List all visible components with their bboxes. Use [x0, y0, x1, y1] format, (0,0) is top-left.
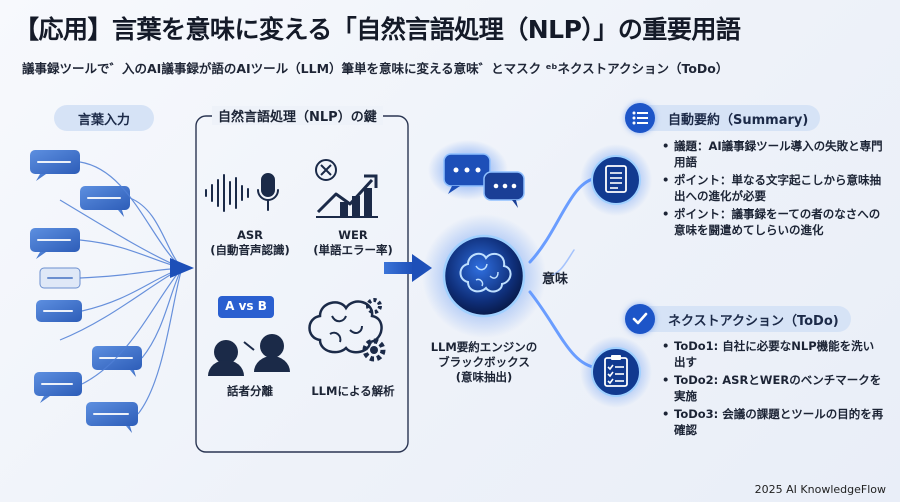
chat-bubbles-icon	[428, 140, 525, 208]
wer-caption: WER (単語エラー率)	[300, 228, 406, 258]
engine-line3: (意味抽出)	[455, 370, 513, 384]
summary-document-icon	[580, 144, 652, 216]
summary-bullet-list: 議題：AI議事録ツール導入の失敗と専門用語 ポイント：単なる文字起こしから意味抽…	[662, 138, 884, 240]
todo-bullet: ToDo2: ASRとWERのベンチマークを実施	[662, 372, 884, 404]
summary-bullet: ポイント：単なる文字起こしから意味抽出への進化が必要	[662, 172, 884, 204]
summary-header: 自動要約（Summary)	[630, 105, 821, 131]
page-subtitle: 議事録ツールで゛入のAI議事録が語のAIツール（LLM）筆単を意味に変える意味゛…	[22, 61, 729, 76]
list-icon	[625, 103, 655, 133]
engine-caption: LLM要約エンジンの ブラックボックス (意味抽出)	[410, 340, 558, 385]
nlp-to-engine-arrow	[384, 254, 432, 282]
summary-bullet: ポイント：議事録をーての者のなさへの意味を闘遣めてしらいの進化	[662, 206, 884, 238]
asr-subtitle: (自動音声認識)	[210, 243, 290, 257]
todo-checklist-icon	[580, 336, 652, 408]
todo-header: ネクストアクション（ToDo)	[630, 306, 851, 332]
input-speech-bubbles	[30, 150, 142, 433]
engine-line1: LLM要約エンジンの	[430, 340, 538, 354]
todo-bullet-list: ToDo1: 自社に必要なNLP機能を洗い出す ToDo2: ASRとWERのベ…	[662, 338, 884, 440]
summary-bullet: 議題：AI議事録ツール導入の失敗と専門用語	[662, 138, 884, 170]
footer-credit: 2025 AI KnowledgeFlow	[754, 483, 886, 496]
meaning-label: 意味	[542, 272, 569, 287]
asr-title: ASR	[236, 228, 264, 242]
input-arrow-head	[170, 258, 194, 278]
nlp-box-frame	[195, 115, 409, 453]
todo-bullet: ToDo1: 自社に必要なNLP機能を洗い出す	[662, 338, 884, 370]
diarization-caption: 話者分離	[227, 384, 273, 398]
speakers-icon	[208, 296, 290, 376]
input-label: 言葉入力	[54, 105, 154, 131]
llm-engine-orb	[422, 214, 546, 338]
todo-bullet: ToDo3: 会議の課題とツールの目的を再確認	[662, 406, 884, 438]
page-title: 【応用】言葉を意味に変える「自然言語処理（NLP）」の重要用語	[14, 15, 741, 44]
asr-caption: ASR (自動音声認識)	[200, 228, 300, 258]
brain-gears-icon	[308, 298, 386, 362]
error-chart-icon	[315, 159, 378, 218]
speaker-ab-label: A vs B	[225, 299, 267, 313]
wer-title: WER	[338, 228, 368, 242]
nlp-box-label: 自然言語処理（NLP）の鍵	[212, 106, 383, 125]
llm-analysis-caption: LLMによる解析	[311, 384, 395, 398]
waveform-mic-icon	[205, 173, 279, 212]
wer-subtitle: (単語エラー率)	[313, 243, 393, 257]
check-icon	[625, 304, 655, 334]
engine-line2: ブラックボックス	[438, 355, 530, 369]
